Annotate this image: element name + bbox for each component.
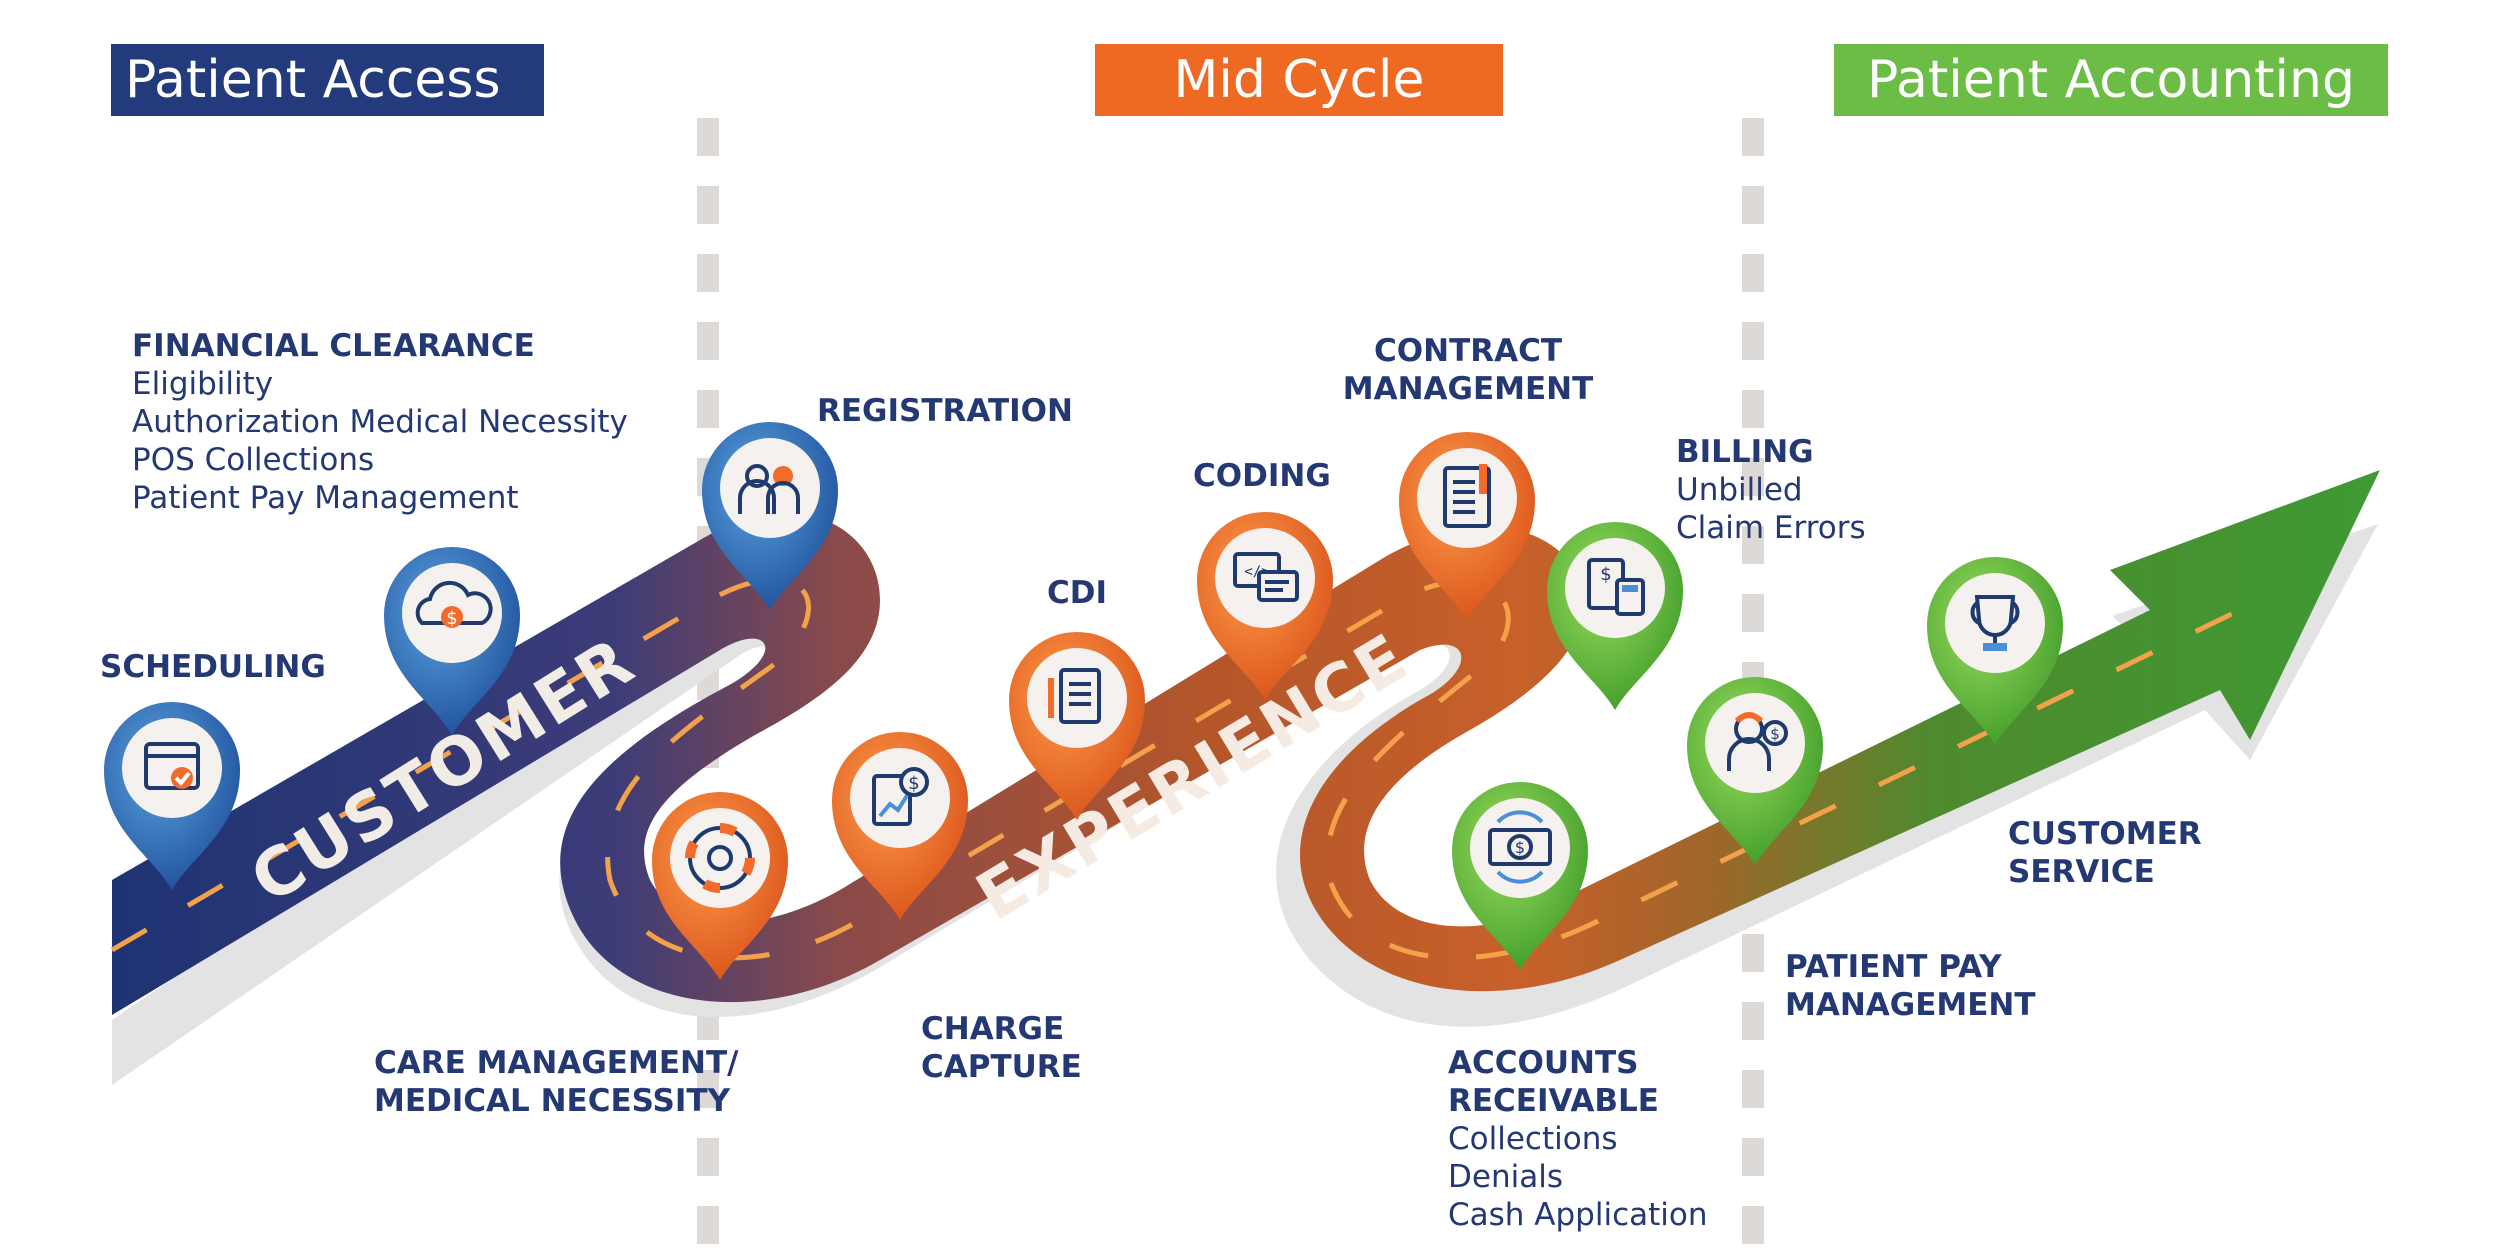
cash-cycle-icon: $ bbox=[1488, 810, 1552, 884]
pin-cdi[interactable] bbox=[1009, 632, 1145, 820]
label-line: CUSTOMER bbox=[2008, 816, 2202, 852]
label-cdi: CDI bbox=[1047, 575, 1108, 611]
label-registration: REGISTRATION bbox=[817, 393, 1073, 429]
label-patient-pay-management: PATIENT PAY MANAGEMENT bbox=[1785, 948, 2036, 1024]
list-financial-clearance: Eligibility Authorization Medical Necess… bbox=[132, 365, 628, 517]
list-item: Patient Pay Management bbox=[132, 480, 519, 516]
list-item: Denials bbox=[1448, 1159, 1563, 1195]
label-contract-management: CONTRACT MANAGEMENT bbox=[1338, 332, 1598, 408]
label-line: CONTRACT bbox=[1374, 333, 1562, 369]
pin-contract-management[interactable] bbox=[1399, 432, 1535, 620]
label-line: CAPTURE bbox=[921, 1049, 1082, 1085]
person-dollar-icon: $ bbox=[1727, 712, 1788, 771]
code-screen-icon: </> bbox=[1233, 552, 1299, 602]
label-accounts-receivable: ACCOUNTS RECEIVABLE bbox=[1448, 1044, 1659, 1120]
list-item: POS Collections bbox=[132, 442, 375, 478]
pin-billing[interactable]: $ bbox=[1547, 522, 1683, 710]
phase-tag-patient-access: Patient Access bbox=[111, 44, 544, 116]
invoice-calculator-icon: $ bbox=[1587, 558, 1645, 616]
trophy-icon bbox=[1970, 595, 2020, 651]
label-line: CHARGE bbox=[921, 1011, 1065, 1047]
label-line: ACCOUNTS bbox=[1448, 1045, 1639, 1081]
phase-tag-mid-cycle: Mid Cycle bbox=[1095, 44, 1503, 116]
pin-charge-capture[interactable]: $ bbox=[832, 732, 968, 920]
list-item: Claim Errors bbox=[1676, 510, 1866, 546]
svg-text:$: $ bbox=[908, 773, 919, 794]
label-coding: CODING bbox=[1193, 458, 1331, 494]
list-item: Cash Application bbox=[1448, 1197, 1708, 1233]
list-item: Unbilled bbox=[1676, 472, 1803, 508]
label-line: MANAGEMENT bbox=[1342, 371, 1594, 407]
list-item: Collections bbox=[1448, 1121, 1618, 1157]
label-line: MEDICAL NECESSITY bbox=[374, 1083, 731, 1119]
label-charge-capture: CHARGE CAPTURE bbox=[921, 1010, 1082, 1086]
document-pen-icon bbox=[1048, 668, 1101, 724]
label-customer-service: CUSTOMER SERVICE bbox=[2008, 815, 2202, 891]
chart-dollar-icon: $ bbox=[872, 767, 929, 826]
label-line: PATIENT PAY bbox=[1785, 949, 2002, 985]
people-icon bbox=[738, 464, 800, 514]
label-line: MANAGEMENT bbox=[1785, 987, 2036, 1023]
list-item: Authorization Medical Necessity bbox=[132, 404, 628, 440]
label-line: RECEIVABLE bbox=[1448, 1083, 1659, 1119]
svg-text:$: $ bbox=[446, 608, 457, 629]
label-care-management: CARE MANAGEMENT/ MEDICAL NECESSITY bbox=[374, 1044, 738, 1120]
cloud-dollar-icon: $ bbox=[415, 580, 493, 629]
pin-accounts-receivable[interactable]: $ bbox=[1452, 782, 1588, 970]
pin-customer-service[interactable] bbox=[1927, 557, 2063, 745]
phase-tag-patient-accounting: Patient Accounting bbox=[1834, 44, 2388, 116]
pin-financial-clearance[interactable]: $ bbox=[384, 547, 520, 735]
contract-document-icon bbox=[1443, 464, 1491, 528]
calendar-check-icon bbox=[144, 742, 200, 790]
svg-text:$: $ bbox=[1600, 564, 1611, 585]
pin-coding[interactable]: </> bbox=[1197, 512, 1333, 700]
label-scheduling: SCHEDULING bbox=[100, 649, 326, 685]
road-centerline bbox=[110, 577, 2242, 961]
lifebuoy-gear-icon bbox=[685, 823, 755, 893]
pin-patient-pay-management[interactable]: $ bbox=[1687, 677, 1823, 865]
label-line: CARE MANAGEMENT/ bbox=[374, 1045, 739, 1081]
pin-registration[interactable] bbox=[702, 422, 838, 610]
label-financial-clearance: FINANCIAL CLEARANCE bbox=[132, 328, 535, 364]
list-accounts-receivable: Collections Denials Cash Application bbox=[1448, 1120, 1708, 1234]
pin-care-management[interactable] bbox=[652, 792, 788, 980]
label-line: SERVICE bbox=[2008, 854, 2155, 890]
label-billing: BILLING bbox=[1676, 434, 1814, 470]
svg-text:$: $ bbox=[1515, 838, 1525, 857]
list-billing: Unbilled Claim Errors bbox=[1676, 471, 1866, 547]
road-surface bbox=[112, 470, 2380, 1015]
svg-text:$: $ bbox=[1770, 725, 1780, 743]
pin-scheduling[interactable] bbox=[104, 702, 240, 890]
list-item: Eligibility bbox=[132, 366, 274, 402]
